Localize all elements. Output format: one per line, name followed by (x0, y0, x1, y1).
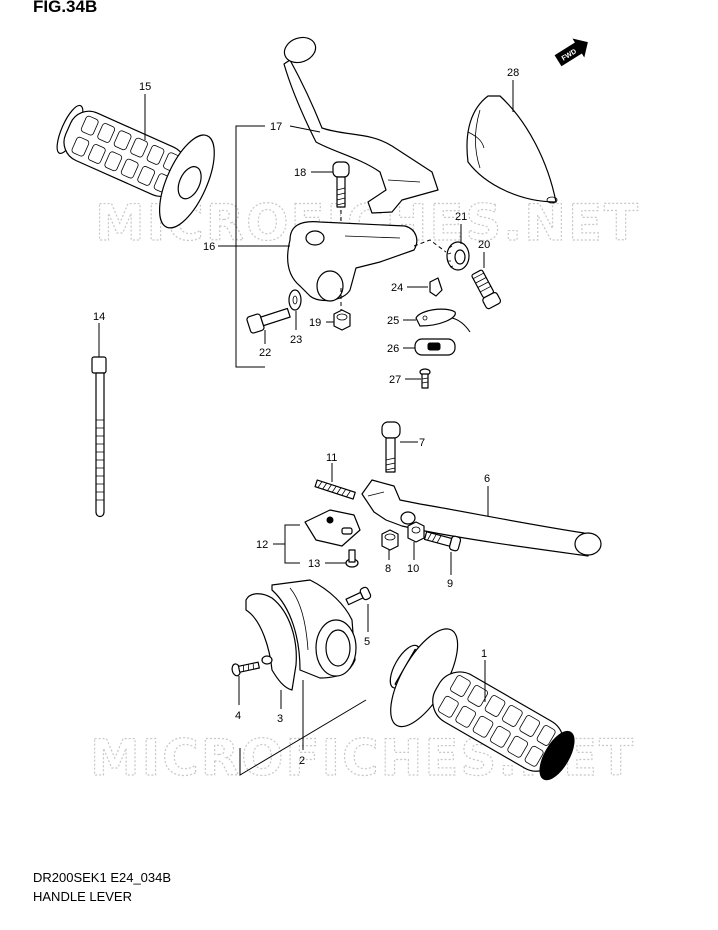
part-8-nut (381, 529, 399, 551)
part-9-bolt (423, 531, 462, 552)
callout-17: 17 (270, 121, 282, 133)
part-11-adjusting-screw (314, 479, 356, 500)
callout-6: 6 (484, 473, 490, 485)
part-10-nut (407, 521, 425, 543)
callout-9: 9 (447, 578, 453, 590)
part-18-pivot-bolt (332, 161, 350, 208)
fwd-arrow-icon: FWD (554, 38, 588, 67)
callout-11: 11 (326, 452, 337, 464)
diagram-title: HANDLE LEVER (33, 889, 132, 904)
part-6-brake-lever (361, 479, 602, 557)
part-13-screw (345, 549, 359, 568)
callout-12: 12 (256, 539, 268, 551)
callout-14: 14 (93, 311, 105, 323)
part-12-stop-switch (304, 509, 361, 547)
figure-label: FIG.34B (33, 0, 97, 16)
part-27-screw (419, 368, 431, 389)
callout-13: 13 (308, 558, 320, 570)
part-21-adjuster-nut (446, 241, 470, 271)
part-7-lever-bolt (381, 421, 401, 473)
callout-15: 15 (139, 81, 151, 93)
callout-23: 23 (290, 334, 302, 346)
callout-21: 21 (455, 211, 467, 223)
leader-lines (98, 80, 514, 776)
part-20-adjuster-bolt (471, 269, 502, 310)
part-16-lever-holder (287, 221, 418, 302)
callout-22: 22 (259, 347, 271, 359)
part-17-clutch-lever (283, 36, 439, 214)
callout-19: 19 (309, 317, 321, 329)
part-1-right-grip (389, 628, 575, 781)
callout-25: 25 (387, 315, 399, 327)
part-22-bolt (246, 307, 291, 334)
part-26-clamp-block (414, 338, 456, 356)
part-28-lever-boot (466, 95, 558, 204)
callout-2: 2 (299, 755, 305, 767)
part-19-nut (333, 309, 351, 331)
part-2-throttle-housing-upper (271, 579, 357, 679)
dash-line-21 (413, 239, 447, 253)
callout-5: 5 (364, 636, 370, 648)
part-24-clip (429, 277, 443, 297)
part-23-washer (288, 289, 302, 311)
callout-7: 7 (419, 437, 425, 449)
callout-10: 10 (407, 563, 419, 575)
callout-24: 24 (391, 282, 403, 294)
callout-18: 18 (294, 167, 306, 179)
part-25-switch-plate (415, 308, 471, 333)
callouts: 1 2 3 4 5 6 7 8 9 10 11 12 13 14 15 16 1… (93, 67, 519, 767)
callout-3: 3 (277, 713, 283, 725)
callout-8: 8 (385, 563, 391, 575)
callout-27: 27 (389, 374, 401, 386)
part-3-throttle-housing-lower (245, 593, 297, 691)
callout-28: 28 (507, 67, 519, 79)
part-14-cable-tie (91, 356, 107, 518)
callout-4: 4 (235, 710, 241, 722)
part-15-left-grip (56, 104, 215, 229)
part-4-screw (231, 661, 260, 677)
diagram-code: DR200SEK1 E24_034B (33, 870, 171, 885)
callout-20: 20 (478, 239, 490, 251)
callout-26: 26 (387, 343, 399, 355)
part-5-screw (345, 586, 372, 606)
callout-1: 1 (481, 648, 487, 660)
callout-16: 16 (203, 241, 215, 253)
